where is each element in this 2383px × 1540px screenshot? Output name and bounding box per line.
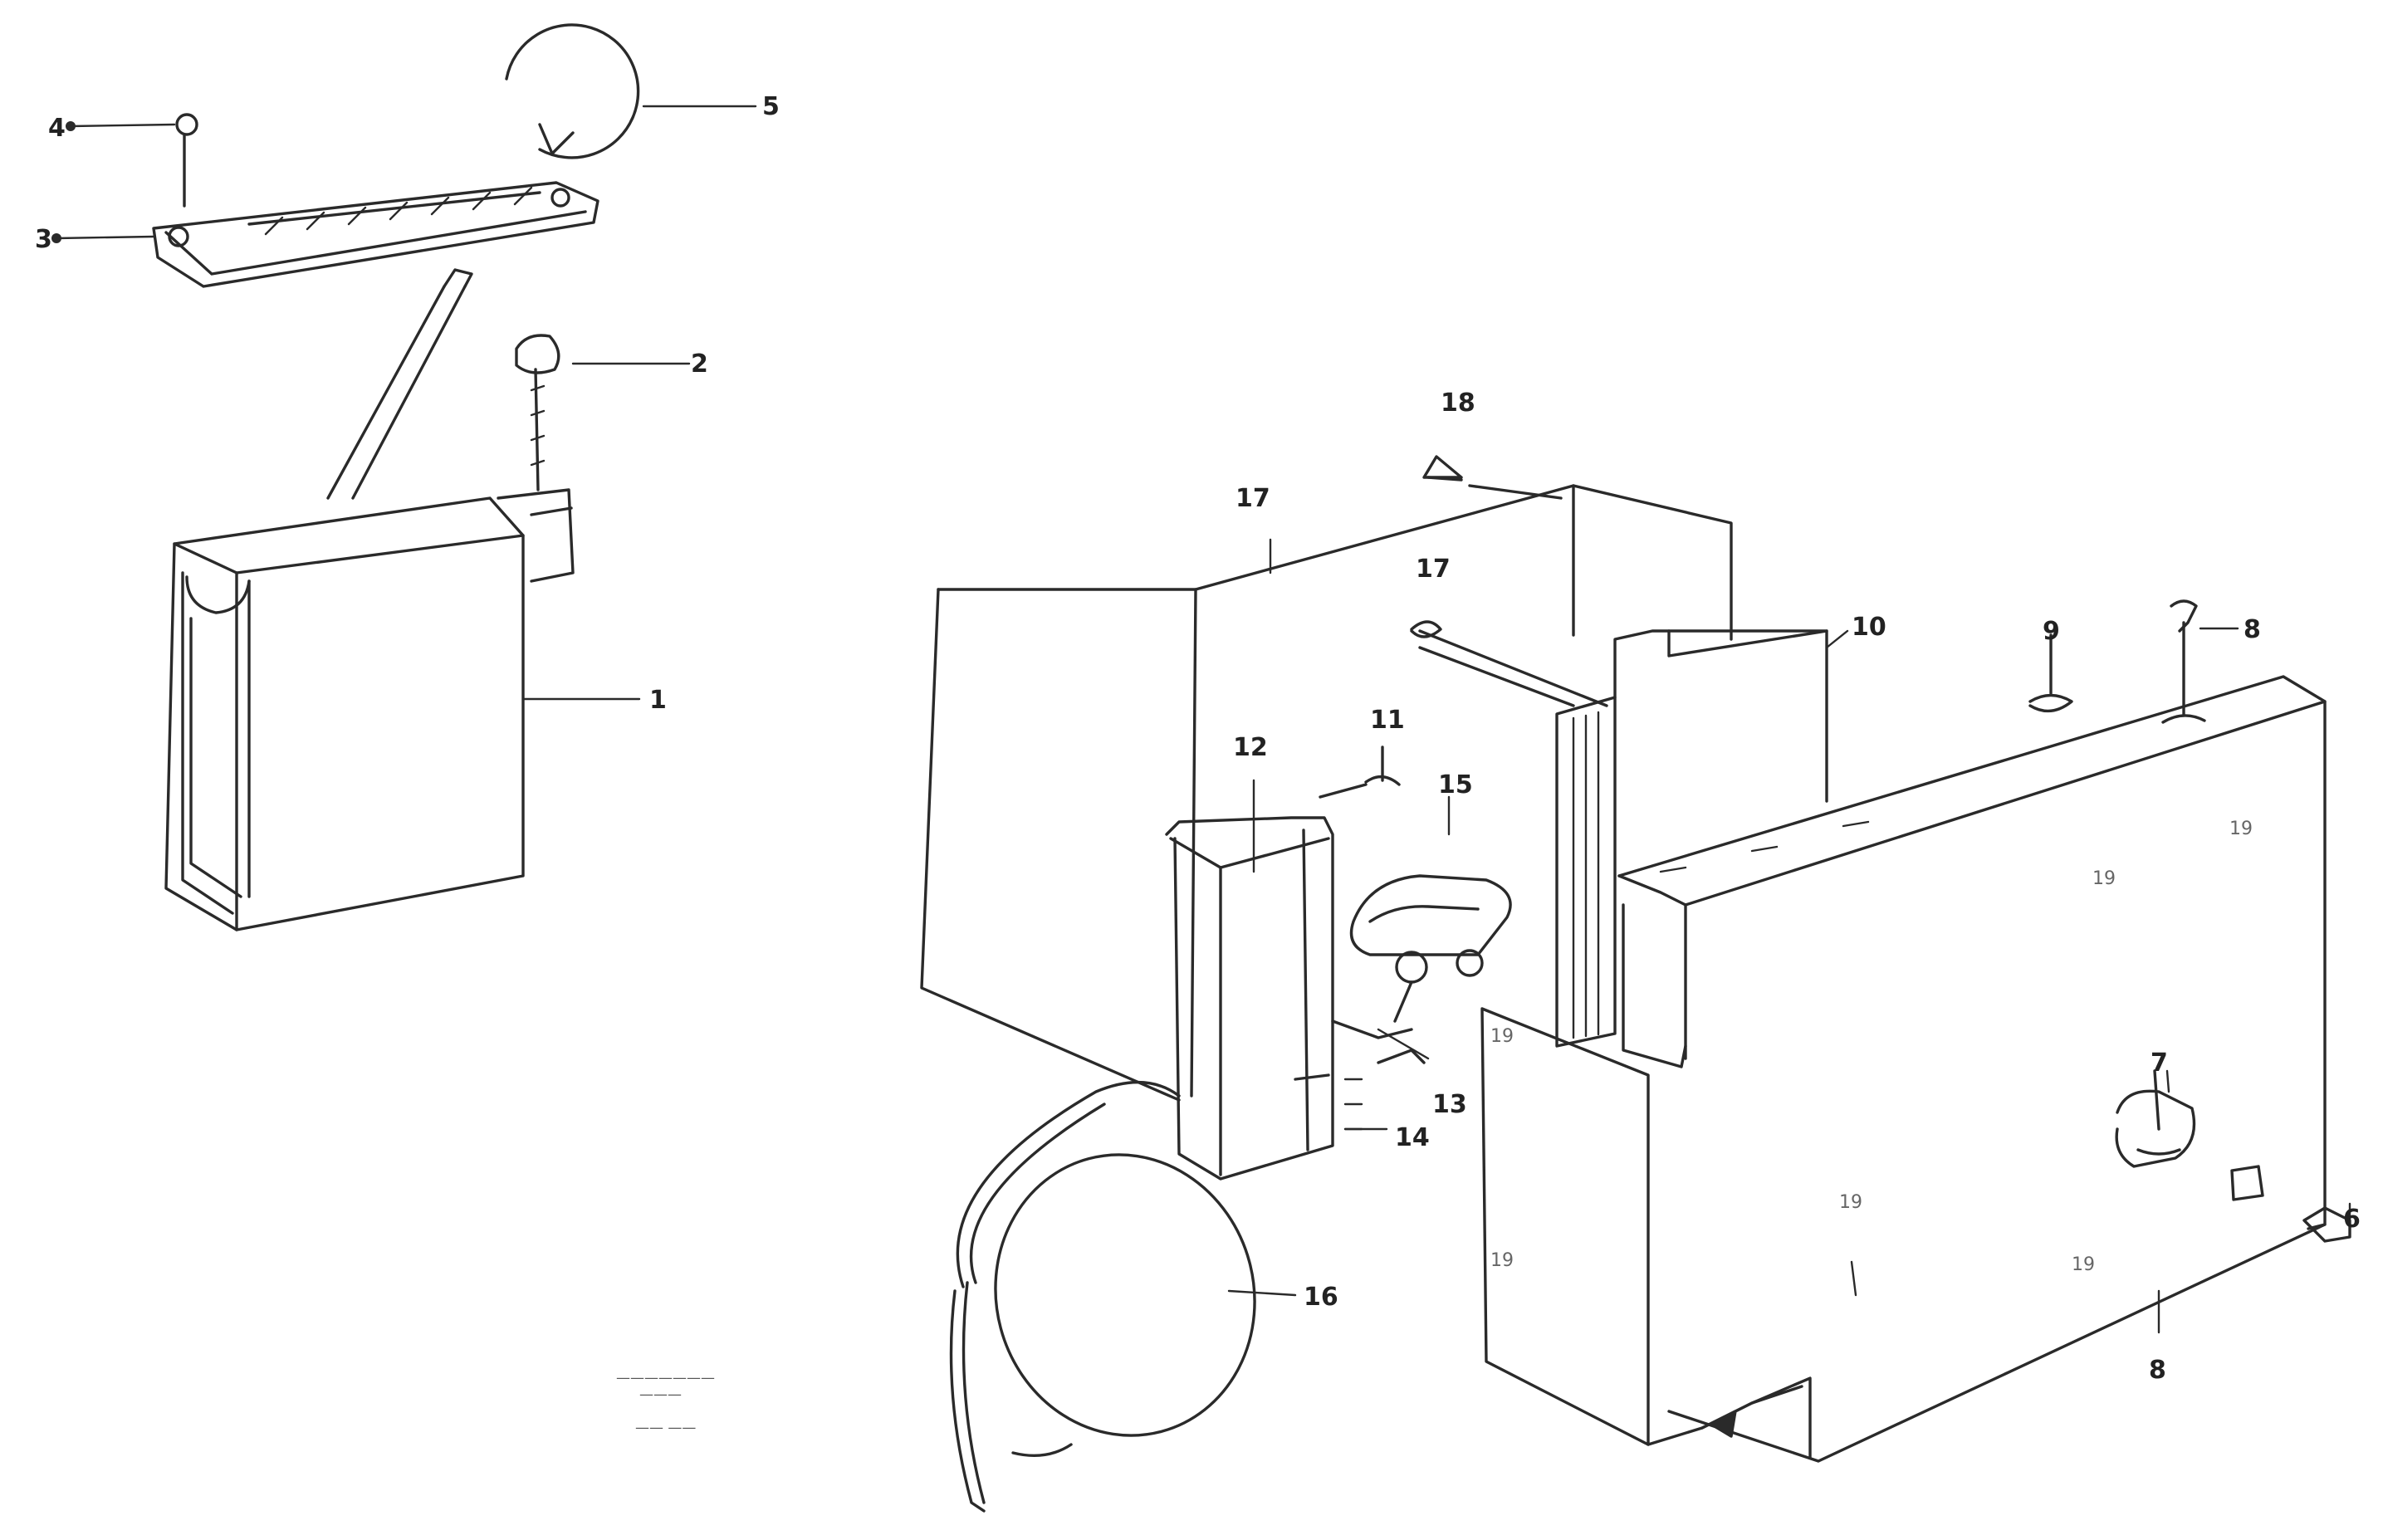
callout-3: 3	[35, 225, 52, 254]
callout-8-bottom: 8	[2149, 1356, 2166, 1385]
callout-5: 5	[762, 92, 780, 121]
face-mark-19: 19	[1839, 1192, 1862, 1213]
rear-side-panel	[920, 484, 1733, 1102]
callout-13: 13	[1432, 1090, 1467, 1119]
callout-14: 14	[1395, 1123, 1430, 1152]
face-mark-19: 19	[1490, 1250, 1514, 1271]
cab-frame-assembly	[920, 455, 2351, 1513]
face-marks: 19 19 19 19 19 19	[1490, 819, 2253, 1275]
control-unit-box	[164, 488, 575, 931]
stamp-line-3: —— ——	[635, 1420, 696, 1436]
callout-16: 16	[1304, 1283, 1338, 1312]
callout-18: 18	[1441, 389, 1475, 418]
connecting-rod	[326, 268, 473, 500]
face-mark-19: 19	[2072, 1254, 2095, 1275]
callout-6: 6	[2343, 1205, 2361, 1234]
drawing-stamp: ——————— ——— —— ——	[616, 1370, 715, 1436]
callout-9: 9	[2043, 617, 2060, 646]
top-bolts	[1319, 455, 2206, 799]
switch-block	[1165, 816, 1334, 1181]
control-unit-assembly	[51, 23, 757, 931]
stamp-line-1: ———————	[616, 1370, 715, 1386]
vertical-post	[1555, 629, 1828, 1048]
callout-12: 12	[1233, 733, 1268, 762]
callout-11: 11	[1370, 706, 1405, 735]
cable-coil	[949, 1080, 1256, 1513]
screw-part-2	[515, 334, 560, 491]
leader-lines-right	[1227, 538, 2351, 1334]
face-mark-19: 19	[2229, 819, 2253, 839]
callout-7: 7	[2151, 1049, 2168, 1078]
callout-8-top: 8	[2244, 615, 2261, 644]
leader-dot	[66, 121, 76, 131]
callout-10: 10	[1852, 613, 1886, 642]
screw-part-4	[175, 113, 198, 208]
detail-circle	[505, 23, 640, 159]
stamp-line-2: ———	[639, 1386, 682, 1403]
bracket-plate	[152, 181, 599, 288]
callout-numbers: 1 2 3 4 5 6 7 8 8 9 10 11 12 13 14 15 16…	[35, 92, 2361, 1385]
mount-bracket	[1349, 874, 1512, 1023]
connector-cluster	[1331, 1019, 1426, 1131]
face-mark-19: 19	[2092, 868, 2116, 889]
frame-box	[1480, 675, 2351, 1463]
callout-17-mid: 17	[1416, 555, 1451, 584]
leader-dot	[51, 233, 61, 243]
leader-lines-left	[55, 105, 757, 701]
callout-2: 2	[691, 350, 708, 379]
callout-15: 15	[1438, 770, 1473, 799]
callout-1: 1	[649, 686, 667, 715]
callout-17-top: 17	[1236, 484, 1270, 513]
face-mark-19: 19	[1490, 1026, 1514, 1047]
callout-4: 4	[48, 114, 66, 143]
